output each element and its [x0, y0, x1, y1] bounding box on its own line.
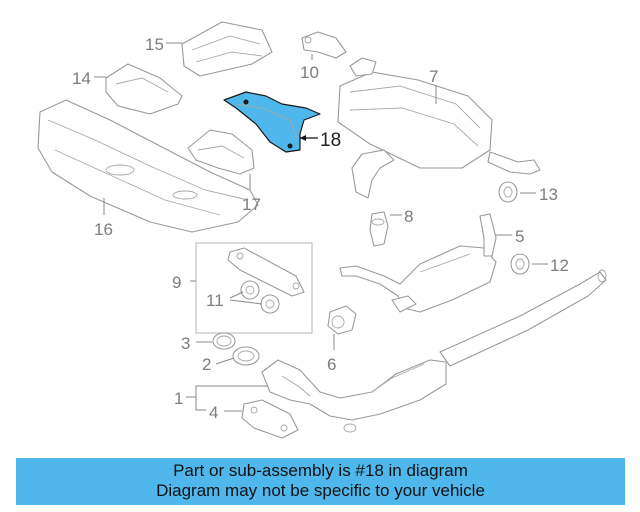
banner-line-2: Diagram may not be specific to your vehi… [156, 481, 485, 500]
part-10-bracket[interactable] [301, 31, 347, 60]
callout-4: 4 [209, 403, 218, 422]
info-banner: Part or sub-assembly is #18 in diagram D… [16, 458, 625, 505]
exhaust-system-diagram: 15 10 14 7 18 17 16 13 8 5 9 12 11 3 6 2… [37, 21, 607, 439]
callout-6: 6 [327, 355, 336, 374]
callout-5: 5 [515, 227, 524, 246]
callout-8: 8 [404, 207, 413, 226]
callout-9: 9 [172, 273, 181, 292]
part-3-seal-ring[interactable] [196, 332, 236, 350]
callout-16: 16 [94, 220, 113, 239]
part-18-heat-shield-highlighted[interactable] [223, 91, 321, 153]
callout-3: 3 [181, 334, 190, 353]
intermediate-pipe[interactable] [391, 269, 607, 367]
part-12-rubber-mount[interactable] [510, 253, 548, 275]
part-6-clamp[interactable] [327, 305, 357, 350]
callout-12: 12 [550, 256, 569, 275]
part-9-hanger-kit[interactable] [190, 242, 313, 334]
part-5-center-muffler[interactable] [339, 213, 512, 313]
part-1-catalytic-converter[interactable] [186, 359, 447, 433]
part-4-gasket[interactable] [224, 399, 299, 439]
callout-15: 15 [145, 35, 164, 54]
part-2-seal-ring[interactable] [215, 346, 260, 366]
callout-14: 14 [72, 69, 91, 88]
part-13-rubber-mount[interactable] [498, 181, 536, 203]
callout-11: 11 [206, 291, 224, 310]
callout-10: 10 [300, 63, 319, 82]
callout-7: 7 [429, 67, 438, 86]
part-17-heat-shield[interactable] [187, 129, 255, 190]
callout-13: 13 [539, 185, 558, 204]
part-16-underbody-heat-shield[interactable] [37, 99, 259, 233]
callout-2: 2 [202, 355, 211, 374]
part-15-heat-shield[interactable] [166, 21, 273, 77]
part-8-clamp[interactable] [369, 211, 402, 247]
part-7-rear-muffler[interactable] [337, 57, 541, 199]
callout-1: 1 [174, 389, 183, 408]
part-11-rubber-mounts[interactable] [229, 280, 280, 314]
callout-18: 18 [320, 130, 341, 151]
banner-line-1: Part or sub-assembly is #18 in diagram [173, 461, 468, 480]
callout-17: 17 [242, 195, 261, 214]
part-14-heat-shield[interactable] [94, 63, 183, 115]
